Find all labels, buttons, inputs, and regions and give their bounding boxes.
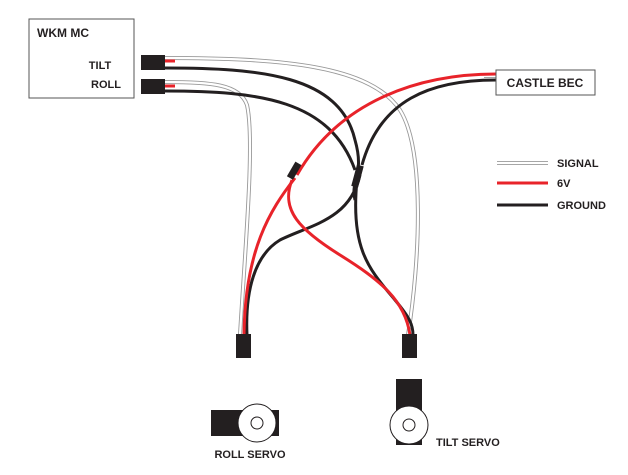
legend-item-ground: GROUND [497, 200, 606, 212]
connector-roll-mc[interactable] [141, 79, 165, 94]
bec-box [495, 69, 596, 96]
legend-label-signal: SIGNAL [557, 158, 599, 170]
castle-bec: CASTLE BEC [495, 69, 596, 96]
port-label-tilt: TILT [89, 60, 112, 72]
ground-wires [164, 66, 497, 336]
connector-tilt-servo[interactable] [402, 334, 417, 358]
connector-tilt-mc[interactable] [141, 55, 165, 70]
splice-power [286, 161, 302, 180]
roll-servo-hub [250, 416, 264, 430]
power-wire-to-tilt-servo [287, 179, 412, 336]
legend-label-ground: GROUND [557, 200, 606, 212]
legend: SIGNAL 6V GROUND [497, 158, 606, 212]
controller-box [28, 18, 135, 99]
tilt-servo: TILT SERVO [389, 379, 500, 449]
port-label-roll: ROLL [91, 79, 121, 91]
roll-servo-label: ROLL SERVO [214, 449, 286, 461]
bec-label: CASTLE BEC [507, 76, 584, 90]
legend-item-signal: SIGNAL [497, 158, 599, 170]
roll-servo: ROLL SERVO [211, 403, 286, 461]
controller-title: WKM MC [37, 26, 89, 40]
splice-ground [351, 164, 364, 188]
power-wire-to-roll-servo [242, 177, 297, 336]
ground-wire-to-roll-servo [245, 174, 362, 336]
legend-item-6v: 6V [497, 178, 571, 190]
tilt-servo-hub [402, 418, 416, 432]
legend-label-6v: 6V [557, 178, 571, 190]
signal-wire-roll [164, 80, 252, 336]
connector-roll-servo[interactable] [236, 334, 251, 358]
ground-wire-roll [164, 89, 357, 171]
power-wire-bec [295, 72, 497, 176]
wkm-mc-controller: WKM MC TILT ROLL [28, 18, 135, 99]
signal-wires [164, 56, 496, 336]
ground-wire-bec [360, 78, 497, 166]
tilt-servo-label: TILT SERVO [436, 437, 500, 449]
power-wires [165, 59, 497, 336]
